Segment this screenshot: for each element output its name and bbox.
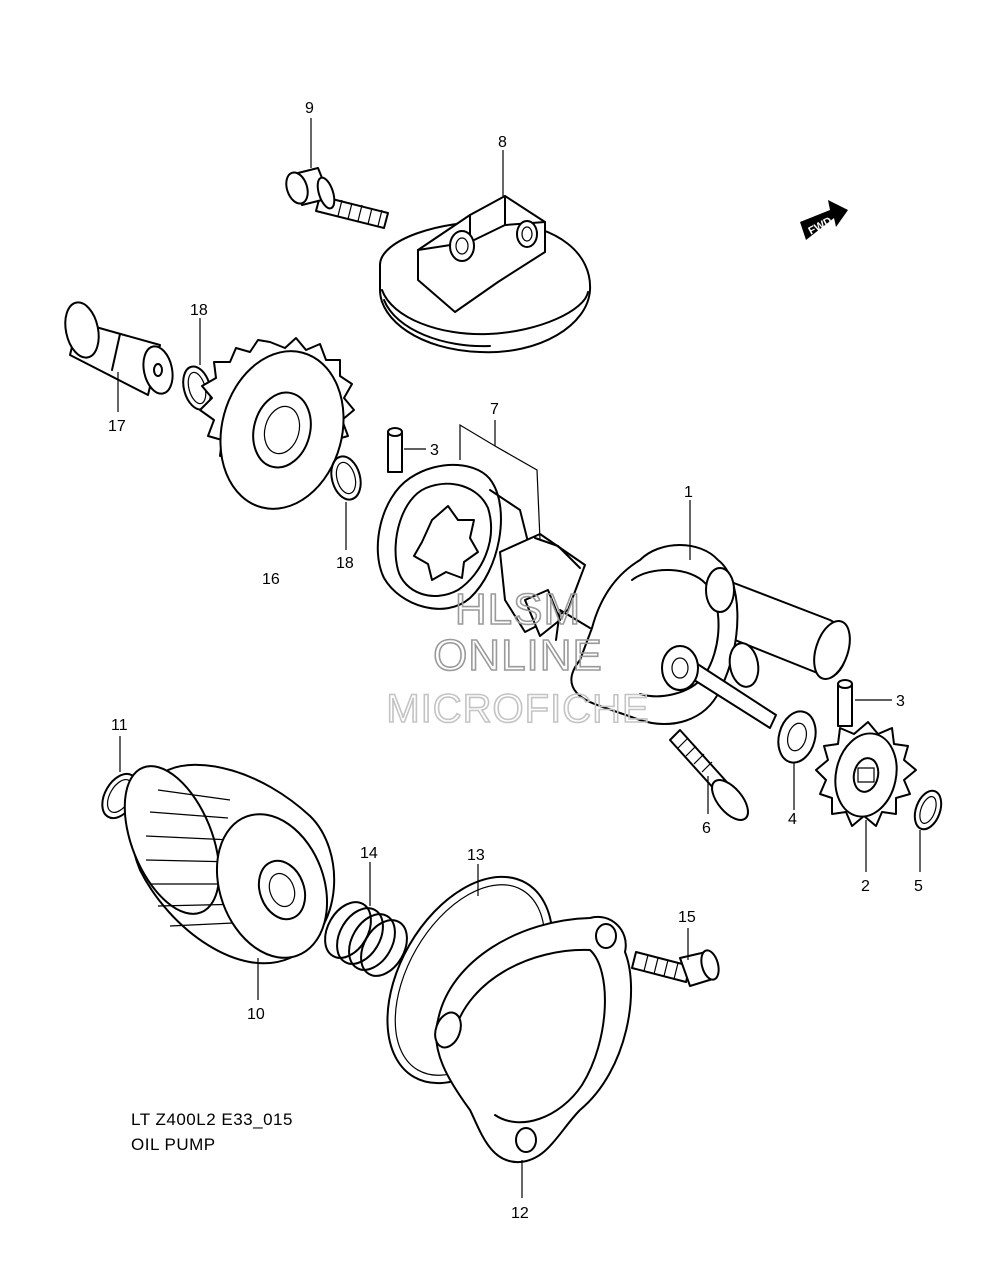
part-2-drive-gear	[815, 721, 917, 827]
callout-16: 16	[262, 571, 280, 588]
part-5-circlip	[913, 789, 943, 831]
part-10-oil-filter	[123, 763, 336, 965]
callout-5: 5	[914, 878, 923, 895]
part-1-pump-body	[555, 544, 851, 729]
callout-8: 8	[498, 134, 507, 151]
callout-10: 10	[247, 1006, 265, 1023]
callout-2: 2	[861, 878, 870, 895]
callout-12: 12	[511, 1205, 529, 1222]
callout-3-lower: 3	[896, 693, 905, 710]
part-18-circlip-lower	[330, 455, 362, 501]
part-17-shaft	[64, 301, 174, 396]
part-6-screw	[669, 729, 749, 821]
callout-labels: 1 2 3 3 4 5 6 7 8 9 10 11 12 13 14 15 16…	[108, 100, 923, 1222]
fwd-direction-arrow: FWD	[800, 200, 848, 240]
callout-9: 9	[305, 100, 314, 117]
part-7-rotor-set	[376, 464, 586, 637]
callout-3-upper: 3	[430, 442, 439, 459]
callout-18-upper: 18	[190, 302, 208, 319]
leader-7	[459, 420, 541, 541]
callout-18-lower: 18	[336, 555, 354, 572]
callout-4: 4	[788, 811, 797, 828]
part-16-driven-gear	[199, 337, 355, 510]
callout-6: 6	[702, 820, 711, 837]
callout-13: 13	[467, 847, 485, 864]
watermark-line-1: HLSM	[455, 585, 581, 634]
callout-17: 17	[108, 418, 126, 435]
callout-1: 1	[684, 484, 693, 501]
callout-15: 15	[678, 909, 696, 926]
watermark: HLSM ONLINE MICROFICHE	[386, 584, 650, 732]
callout-11: 11	[111, 717, 128, 734]
caption-model-code: LT Z400L2 E33_015	[131, 1110, 293, 1129]
part-12-filter-cover	[434, 915, 633, 1164]
part-8-strainer	[379, 195, 592, 354]
part-4-washer	[777, 710, 817, 764]
caption-title: OIL PUMP	[131, 1135, 216, 1154]
part-3-pin-upper	[387, 427, 403, 473]
part-15-bolt	[631, 949, 720, 987]
callout-7: 7	[490, 401, 499, 418]
part-9-bolt	[285, 167, 389, 229]
part-14-spring	[324, 901, 408, 977]
watermark-line-2: ONLINE	[433, 631, 603, 680]
watermark-line-3: MICROFICHE	[386, 687, 649, 731]
callout-14: 14	[360, 845, 378, 862]
diagram-caption: LT Z400L2 E33_015 OIL PUMP	[131, 1110, 293, 1154]
part-3-pin-lower	[837, 679, 853, 727]
